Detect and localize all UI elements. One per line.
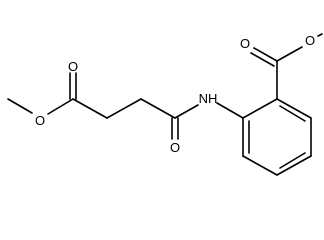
ring-inner-double-3 <box>279 152 306 169</box>
atom-o-ester-right-single: O <box>305 33 315 48</box>
chemical-structure-diagram: O O NH O O O <box>7 33 323 176</box>
bond-c-o-single-right <box>276 46 303 62</box>
atom-o-ester-right-double: O <box>240 36 250 51</box>
bond-o-methyl-right <box>317 33 323 37</box>
bond-ch2-c-amide <box>140 98 176 119</box>
bond-c-o-double-right-a <box>253 47 278 62</box>
bond-c-ch2-a <box>72 98 108 119</box>
ring-bond-5 <box>242 155 278 176</box>
structure-canvas: O O NH O O O <box>7 33 323 176</box>
bond-c-o-double-right-b <box>250 52 275 67</box>
bond-ch2-ch2 <box>106 98 142 119</box>
ring-inner-double-2 <box>279 105 306 122</box>
atom-o-amide: O <box>170 140 180 155</box>
bond-nh-aryl <box>216 102 244 119</box>
atom-o-ester-left-double: O <box>68 59 78 74</box>
atom-nh: NH <box>199 91 218 106</box>
bond-o-c-ester-left <box>47 98 74 115</box>
ring-bond-2 <box>276 98 312 119</box>
atom-o-ester-left-single: O <box>35 113 45 128</box>
bond-methyl-o-left <box>7 98 33 114</box>
ring-bond-1 <box>242 98 278 119</box>
bond-c-nh <box>174 104 199 119</box>
ring-bond-4 <box>276 155 312 176</box>
